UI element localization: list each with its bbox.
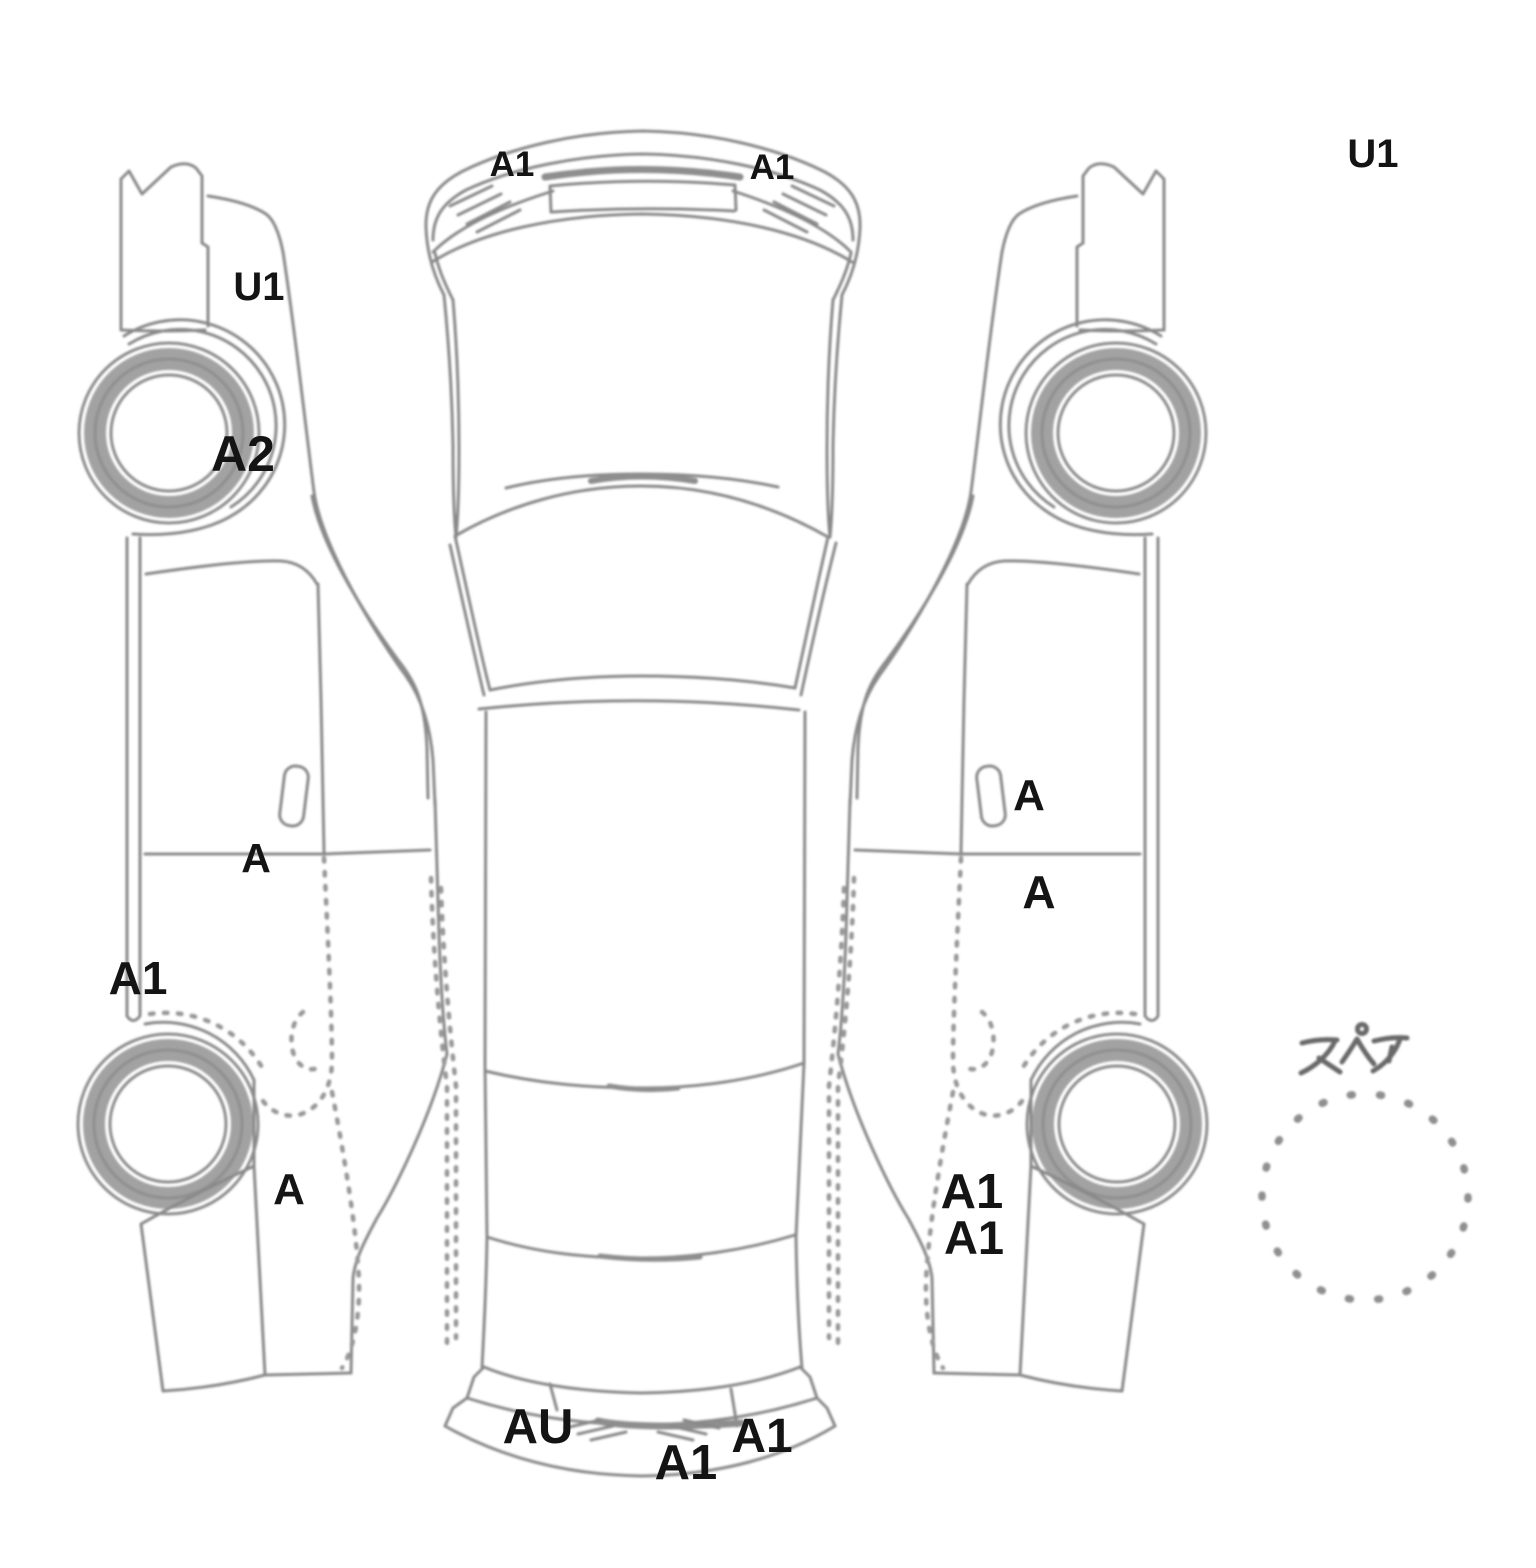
svg-text:A1: A1 (731, 1410, 792, 1463)
svg-text:A: A (1022, 866, 1055, 918)
svg-text:A1: A1 (490, 145, 535, 184)
svg-text:A1: A1 (944, 1211, 1004, 1264)
svg-text:A1: A1 (750, 148, 795, 187)
svg-text:A1: A1 (941, 1165, 1004, 1219)
svg-text:A: A (1013, 771, 1045, 820)
svg-text:A2: A2 (211, 426, 275, 482)
svg-text:A1: A1 (109, 952, 168, 1004)
svg-text:A1: A1 (655, 1436, 718, 1490)
svg-text:A: A (273, 1165, 305, 1214)
svg-text:A: A (241, 835, 271, 881)
svg-text:AU: AU (503, 1400, 574, 1454)
svg-text:U1: U1 (1347, 132, 1398, 176)
svg-text:U1: U1 (233, 265, 284, 309)
